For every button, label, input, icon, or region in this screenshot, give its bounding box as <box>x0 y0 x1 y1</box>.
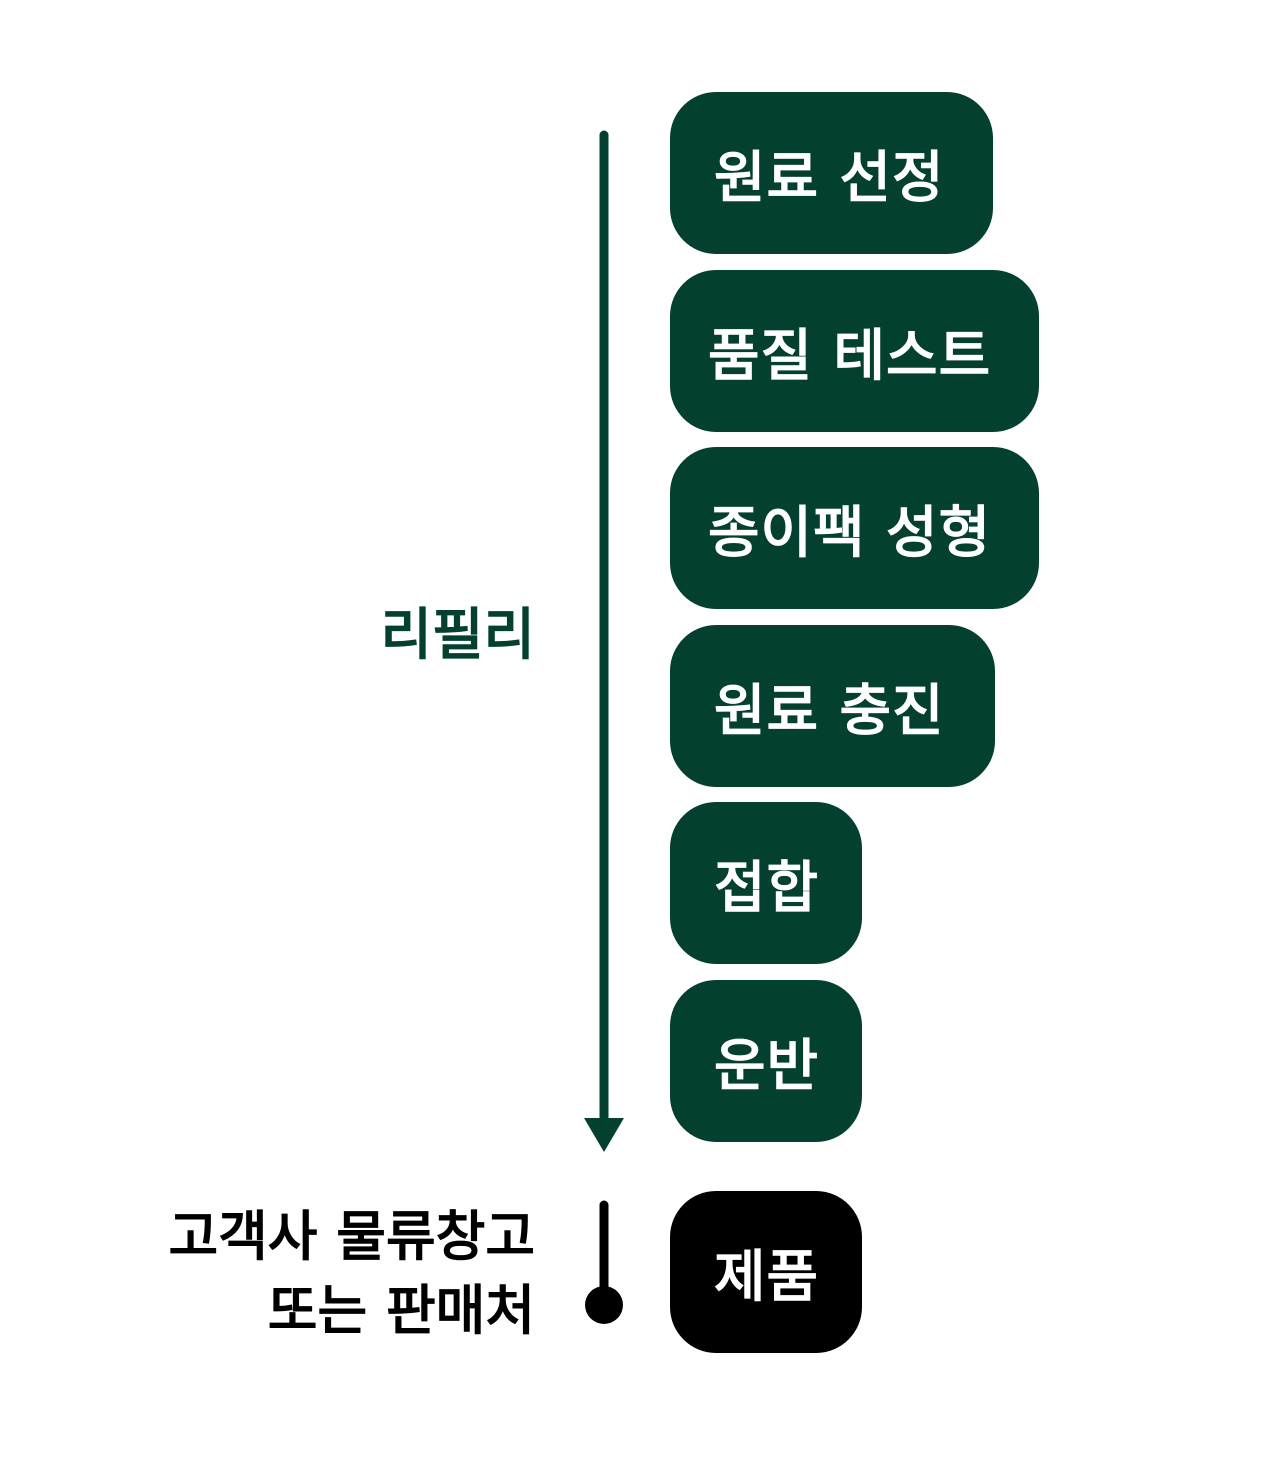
process-arrow-head <box>584 1118 624 1152</box>
process-label: 리필리 <box>380 603 535 668</box>
step-label: 접합 <box>714 855 820 921</box>
step-label: 제품 <box>714 1244 820 1310</box>
destination-pin-dot <box>585 1286 623 1324</box>
destination-label: 고객사 물류창고 또는 판매처 <box>168 1200 535 1348</box>
step-product: 제품 <box>670 1191 862 1353</box>
step-raw-material-selection: 원료 선정 <box>670 92 993 254</box>
step-quality-test: 품질 테스트 <box>670 270 1039 432</box>
step-label: 운반 <box>714 1033 820 1099</box>
step-paper-pack-forming: 종이팩 성형 <box>670 447 1039 609</box>
step-label: 종이팩 성형 <box>708 500 992 566</box>
step-label: 원료 선정 <box>714 145 945 211</box>
step-sealing: 접합 <box>670 802 862 964</box>
step-transport: 운반 <box>670 980 862 1142</box>
destination-line-1: 고객사 물류창고 <box>168 1205 535 1268</box>
destination-line-2: 또는 판매처 <box>267 1279 535 1342</box>
step-label: 품질 테스트 <box>708 323 992 389</box>
step-label: 원료 충진 <box>714 678 945 744</box>
step-material-filling: 원료 충진 <box>670 625 995 787</box>
